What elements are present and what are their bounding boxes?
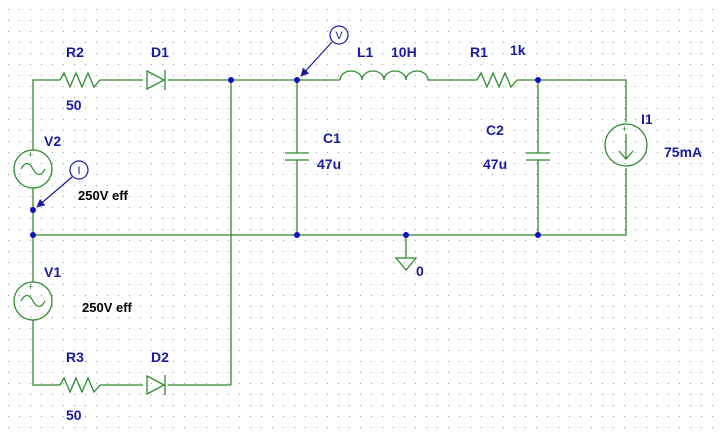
l1-name-label: L1 (357, 44, 374, 60)
v1-name-label: V1 (44, 264, 61, 280)
ac-source-v2-symbol[interactable]: + (13, 149, 53, 189)
junction-dot (294, 232, 300, 238)
junction-dot (30, 207, 36, 213)
junction-dot (403, 232, 409, 238)
svg-text:+: + (622, 124, 627, 134)
v2-value-label: 250V eff (78, 188, 129, 203)
current-probe[interactable]: I (36, 160, 89, 208)
i1-name-label: I1 (641, 111, 653, 127)
resistor-r3-symbol[interactable] (59, 376, 101, 394)
r3-value-label: 50 (66, 407, 82, 423)
r3-name-label: R3 (66, 349, 84, 365)
wire-r1-to-i1 (517, 79, 627, 122)
d2-name-label: D2 (151, 349, 169, 365)
c2-value-label: 47u (483, 156, 507, 172)
v2-name-label: V2 (44, 133, 61, 149)
r1-value-label: 1k (510, 42, 526, 58)
svg-text:+: + (28, 150, 33, 160)
r2-value-label: 50 (66, 97, 82, 113)
resistor-r1-symbol[interactable] (476, 71, 518, 89)
junction-dots (30, 77, 541, 238)
l1-value-label: 10H (391, 44, 417, 60)
capacitor-c2-symbol[interactable] (526, 152, 550, 161)
r1-name-label: R1 (470, 44, 488, 60)
junction-dot (535, 77, 541, 83)
voltage-probe[interactable]: V (300, 25, 349, 77)
wire-v1-to-r3 (32, 320, 60, 386)
current-probe-label: I (77, 165, 80, 177)
r2-name-label: R2 (66, 44, 84, 60)
diode-d1-symbol[interactable] (146, 69, 166, 91)
junction-dot (228, 77, 234, 83)
inductor-l1-symbol[interactable] (339, 70, 432, 81)
svg-text:+: + (28, 282, 33, 292)
i1-value-label: 75mA (664, 144, 702, 160)
junction-dot (294, 77, 300, 83)
wire-v2-to-r2 (32, 79, 60, 150)
resistor-r2-symbol[interactable] (59, 71, 101, 89)
ac-source-v1-symbol[interactable]: + (13, 281, 53, 321)
voltage-probe-label: V (335, 30, 343, 42)
wire-i1-bottom (538, 168, 627, 236)
junction-dot (535, 232, 541, 238)
c1-name-label: C1 (323, 130, 341, 146)
capacitor-c1-symbol[interactable] (285, 152, 309, 161)
ground-label: 0 (416, 263, 424, 279)
diode-d2-symbol[interactable] (146, 374, 166, 396)
d1-name-label: D1 (151, 44, 169, 60)
c2-name-label: C2 (486, 122, 504, 138)
ground-symbol (394, 257, 418, 272)
v1-value-label: 250V eff (82, 300, 133, 315)
c1-value-label: 47u (317, 156, 341, 172)
current-source-i1-symbol[interactable]: + (604, 123, 648, 167)
junction-dot (30, 232, 36, 238)
